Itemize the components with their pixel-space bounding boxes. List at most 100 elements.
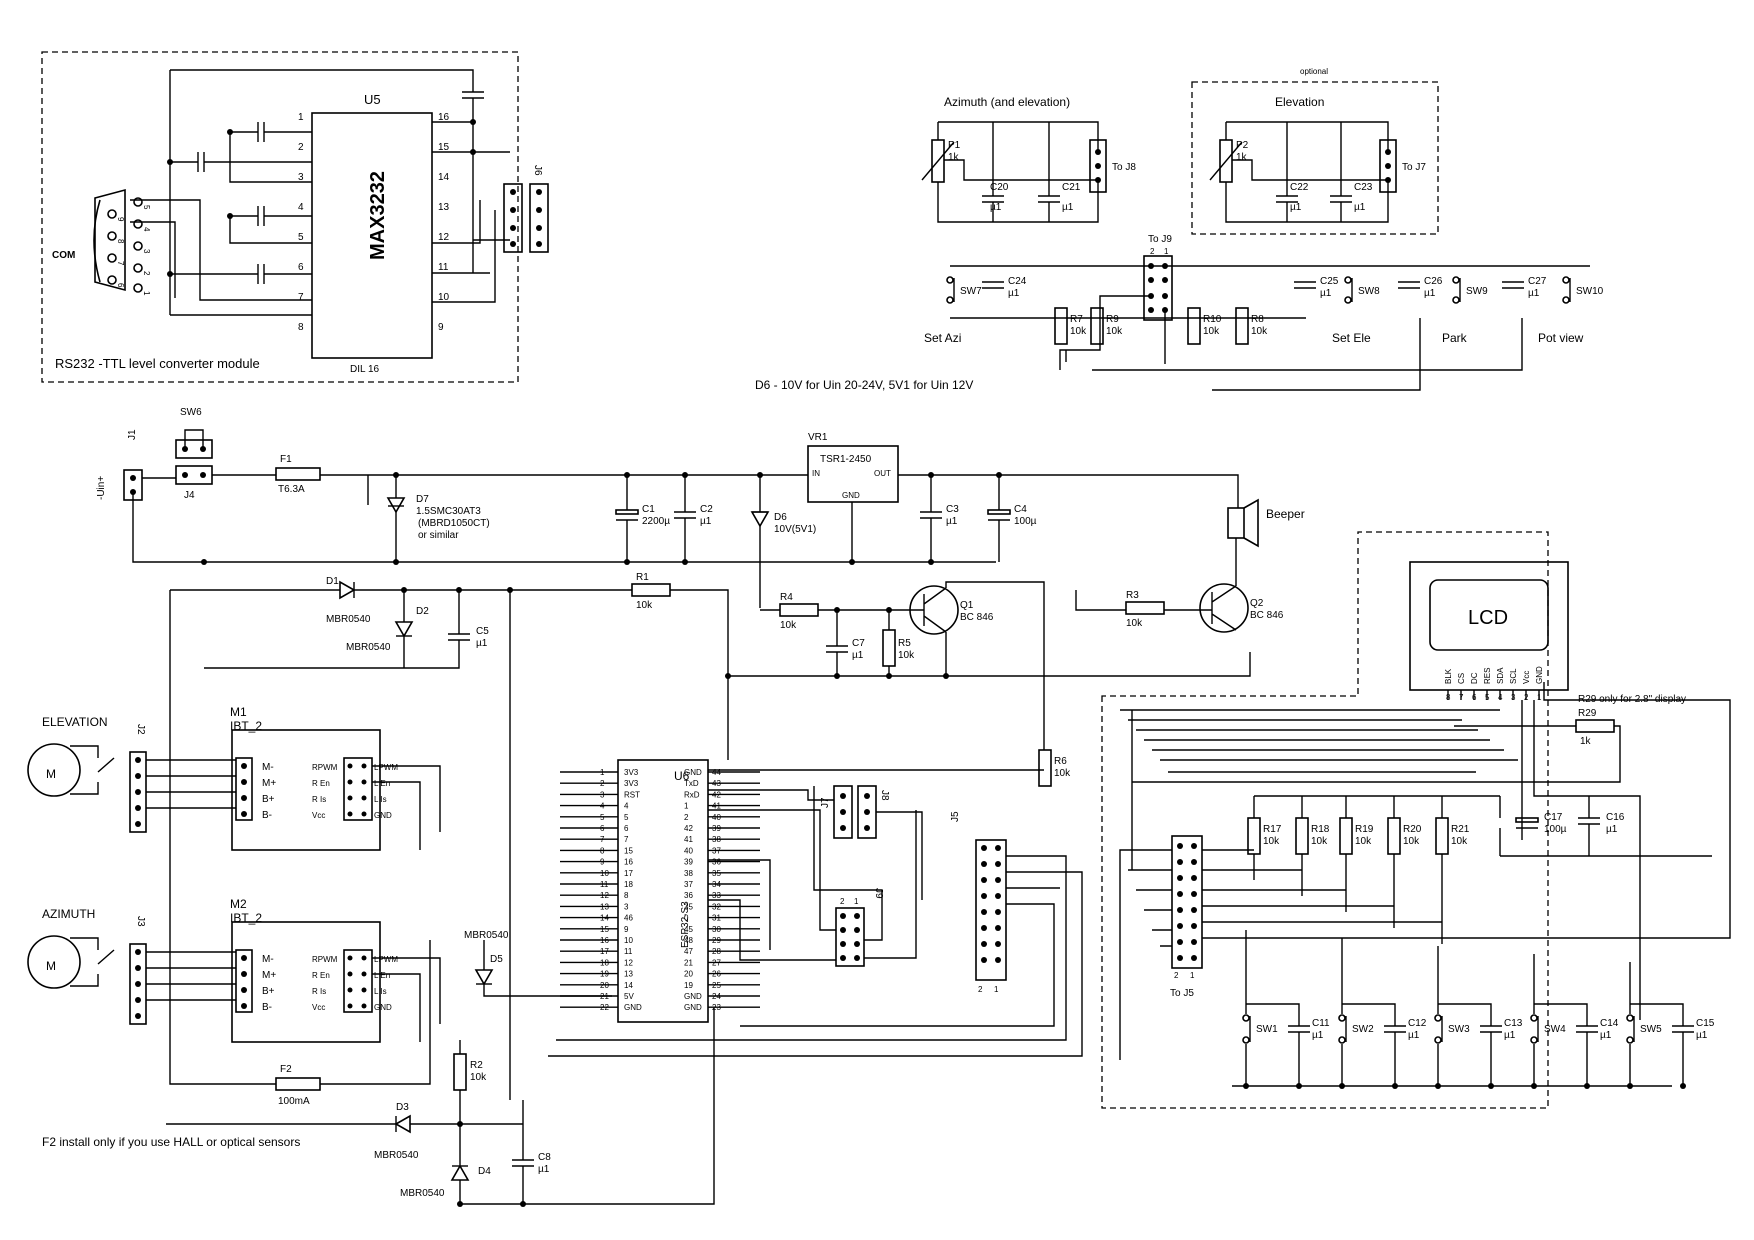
lcd-cap-c15-ref: C15 xyxy=(1696,1018,1715,1029)
u6-right-label-0: GND xyxy=(684,768,702,777)
lcd-cap-c14-value: µ1 xyxy=(1600,1030,1612,1041)
p2-arrow xyxy=(1209,141,1243,181)
top-switch-SW9-contact xyxy=(1452,276,1460,284)
u6-right-label-8: 39 xyxy=(684,858,693,867)
lcd-display xyxy=(1409,561,1569,691)
j9-num-2: 2 xyxy=(840,897,845,906)
u6-left-label-2: RST xyxy=(624,790,640,799)
r3-resistor xyxy=(1125,601,1165,615)
ibt-m1-pin-3: B- xyxy=(262,810,272,821)
lcd-wires xyxy=(1119,682,1731,1060)
r2-value: 10k xyxy=(470,1072,487,1083)
u5-left-pin-3: 3 xyxy=(298,172,304,183)
db9-pin-label-9: 9 xyxy=(116,217,125,222)
top-cap-c24-value: µ1 xyxy=(1008,288,1020,299)
c3-value: µ1 xyxy=(946,516,958,527)
top-cap-c24-ref: C24 xyxy=(1008,276,1027,287)
to-j5-label: To J5 xyxy=(1170,988,1194,999)
lcd-pin-label-gnd: GND xyxy=(1535,666,1544,684)
c8-ref: C8 xyxy=(538,1152,551,1163)
lcd-switch-sw2 xyxy=(1338,1014,1346,1022)
u6-left-label-3: 4 xyxy=(624,802,629,811)
u5-left-pin-2: 2 xyxy=(298,142,304,153)
top-header-num-2: 2 xyxy=(1150,247,1155,256)
motor-azimuth-icon xyxy=(27,935,81,989)
lcd-switch-sw4 xyxy=(1530,1014,1538,1022)
u6-right-label-19: 19 xyxy=(684,981,693,990)
p1-arrow xyxy=(921,141,955,181)
d7-diode xyxy=(386,497,406,514)
u6-right-label-3: 1 xyxy=(684,802,689,811)
lcd-title: LCD xyxy=(1468,607,1508,629)
p1-value: 1k xyxy=(948,152,960,163)
top-resistor-r9-value: 10k xyxy=(1106,326,1123,337)
j9-num-1: 1 xyxy=(854,897,859,906)
u6-left-label-21: GND xyxy=(624,1003,642,1012)
lcd-resistor-r18-value: 10k xyxy=(1311,836,1328,847)
lcd-cap-c14-ref: C14 xyxy=(1600,1018,1619,1029)
lcd-resistor-r17-ref: R17 xyxy=(1263,824,1282,835)
p2-value: 1k xyxy=(1236,152,1248,163)
c17-ref: C17 xyxy=(1544,812,1563,823)
d4-diode xyxy=(450,1164,470,1181)
top-switch-sw7-label: SW7 xyxy=(960,286,982,297)
azimuth-pot-to: To J8 xyxy=(1112,162,1136,173)
lcd-switch-sw3-label: SW3 xyxy=(1448,1024,1470,1035)
ibt-m1-pin-0: M- xyxy=(262,762,274,773)
u6-name: ESP32-S3 xyxy=(680,901,691,948)
rs232-module: RS232 -TTL level converter module U5 MAX… xyxy=(41,51,519,383)
db9-pin-3 xyxy=(133,241,143,251)
d1-diode xyxy=(339,580,356,600)
d5-value: MBR0540 xyxy=(464,930,509,941)
r4-resistor xyxy=(779,603,819,617)
u6-left-label-9: 17 xyxy=(624,869,633,878)
ibt-m1-lpin-3: GND xyxy=(374,811,392,820)
motor-azimuth-label: AZIMUTH xyxy=(42,907,95,921)
ibt-m2-lpin-0: LPWM xyxy=(374,955,398,964)
j5-label: J5 xyxy=(950,811,961,822)
j5-num-2: 2 xyxy=(978,985,983,994)
top-resistor-r8-value: 10k xyxy=(1251,326,1268,337)
ibt-m1-lpin-1: L En xyxy=(374,779,390,788)
c5-value: µ1 xyxy=(476,638,488,649)
lcd-screen xyxy=(1429,579,1549,651)
r3-value: 10k xyxy=(1126,618,1143,629)
f2-fuse xyxy=(275,1077,321,1091)
j9-header xyxy=(835,907,865,967)
u5-right-pin-15: 15 xyxy=(438,142,450,153)
u5-left-pin-7: 7 xyxy=(298,292,304,303)
u6-right-label-10: 37 xyxy=(684,880,693,889)
f1-fuse xyxy=(275,467,321,481)
lcd-cap-c13-ref: C13 xyxy=(1504,1018,1523,1029)
d2-ref: D2 xyxy=(416,606,429,617)
u6-right-label-11: 36 xyxy=(684,891,693,900)
j9-header-block xyxy=(1143,255,1173,321)
d3-value: MBR0540 xyxy=(374,1150,419,1161)
lcd-cap-c12-value: µ1 xyxy=(1408,1030,1420,1041)
db9-pin-1 xyxy=(133,283,143,293)
ibt-m1-rpin-0: RPWM xyxy=(312,763,338,772)
j6-label: J6 xyxy=(532,165,543,176)
u5-right-pin-11: 11 xyxy=(438,262,449,273)
azimuth-pot-title: Azimuth (and elevation) xyxy=(944,95,1070,109)
ibt-m1-ref: M1 xyxy=(230,705,247,719)
u5-right-pin-9: 9 xyxy=(438,322,444,333)
u6-right-label-4: 2 xyxy=(684,813,689,822)
r1-ref: R1 xyxy=(636,572,649,583)
lcd-resistor-r19 xyxy=(1339,817,1353,855)
motor-elevation-m-glyph: M xyxy=(46,767,56,781)
top-switch-sw10-name: Pot view xyxy=(1538,331,1584,345)
u6-right-label-16: 47 xyxy=(684,947,693,956)
u6-right-label-9: 38 xyxy=(684,869,693,878)
r2-ref: R2 xyxy=(470,1060,483,1071)
d6-value: 10V(5V1) xyxy=(774,524,816,535)
db9-pin-label-2: 2 xyxy=(142,271,151,276)
u5-left-pin-5: 5 xyxy=(298,232,304,243)
db9-pin-label-5: 5 xyxy=(142,205,151,210)
elevation-pot-to: To J7 xyxy=(1402,162,1426,173)
